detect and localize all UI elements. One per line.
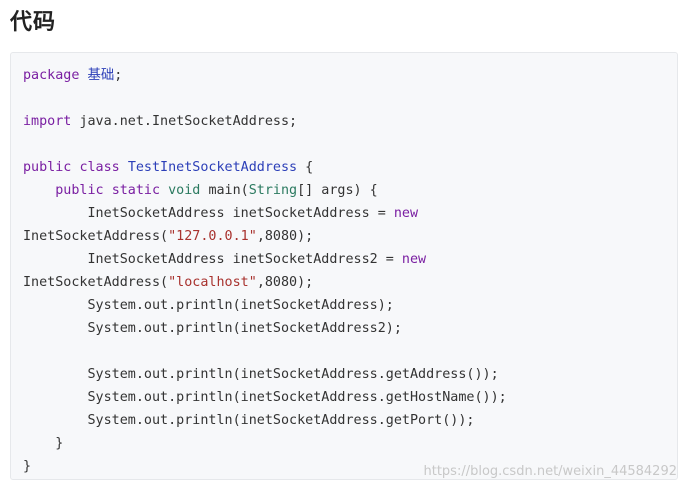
code-line: System.out.println(inetSocketAddress.get… bbox=[23, 386, 507, 409]
code-token: InetSocketAddress inetSocketAddress2 = bbox=[23, 252, 402, 267]
code-line: InetSocketAddress("localhost",8080); bbox=[23, 271, 507, 294]
watermark: https://blog.csdn.net/weixin_44584292 bbox=[423, 464, 677, 479]
code-token: public bbox=[55, 183, 112, 198]
code-token: } bbox=[23, 459, 32, 474]
code-token: System.out.println(inetSocketAddress2); bbox=[23, 321, 402, 336]
code-line: System.out.println(inetSocketAddress2); bbox=[23, 317, 507, 340]
code-token: System.out.println(inetSocketAddress.get… bbox=[23, 367, 499, 382]
code-line: import java.net.InetSocketAddress; bbox=[23, 110, 507, 133]
code-token bbox=[23, 183, 55, 198]
code-token: ,8080); bbox=[256, 275, 314, 290]
code-token: public bbox=[23, 160, 80, 175]
section-heading: 代码 bbox=[10, 10, 57, 35]
code-token: System.out.println(inetSocketAddress); bbox=[23, 298, 394, 313]
code-token: new bbox=[401, 252, 427, 267]
code-token: System.out.println(inetSocketAddress.get… bbox=[23, 390, 507, 405]
code-line: System.out.println(inetSocketAddress.get… bbox=[23, 409, 507, 432]
code-block[interactable]: package 基础;​import java.net.InetSocketAd… bbox=[10, 52, 678, 480]
code-token: import bbox=[23, 114, 80, 129]
code-token: System.out.println(inetSocketAddress.get… bbox=[23, 413, 475, 428]
code-line: public class TestInetSocketAddress { bbox=[23, 156, 507, 179]
code-line: } bbox=[23, 455, 507, 478]
code-token: String bbox=[248, 183, 298, 198]
code-line: package 基础; bbox=[23, 64, 507, 87]
code-token: { bbox=[297, 160, 314, 175]
code-line: public static void main(String[] args) { bbox=[23, 179, 507, 202]
code-token: package bbox=[23, 68, 88, 83]
code-token: ,8080); bbox=[256, 229, 314, 244]
code-token: InetSocketAddress inetSocketAddress = bbox=[23, 206, 394, 221]
code-token: new bbox=[393, 206, 419, 221]
code-token: "localhost" bbox=[168, 275, 257, 290]
code-token: void bbox=[168, 183, 209, 198]
code-token: "127.0.0.1" bbox=[168, 229, 257, 244]
code-token: InetSocketAddress( bbox=[23, 275, 169, 290]
code-token: [] args) { bbox=[297, 183, 378, 198]
code-line: System.out.println(inetSocketAddress); bbox=[23, 294, 507, 317]
code-line: InetSocketAddress inetSocketAddress = ne… bbox=[23, 202, 507, 225]
code-lines[interactable]: package 基础;​import java.net.InetSocketAd… bbox=[23, 64, 507, 478]
code-line: InetSocketAddress("127.0.0.1",8080); bbox=[23, 225, 507, 248]
code-token: java.net.InetSocketAddress; bbox=[79, 114, 298, 129]
code-line: } bbox=[23, 432, 507, 455]
code-token: class bbox=[79, 160, 128, 175]
code-token: InetSocketAddress( bbox=[23, 229, 169, 244]
code-token: main( bbox=[208, 183, 249, 198]
code-line: System.out.println(inetSocketAddress.get… bbox=[23, 363, 507, 386]
code-token: } bbox=[23, 436, 64, 451]
code-token: static bbox=[111, 183, 169, 198]
code-token: 基础 bbox=[87, 68, 115, 83]
code-line: ​ bbox=[23, 133, 507, 156]
code-line: InetSocketAddress inetSocketAddress2 = n… bbox=[23, 248, 507, 271]
code-token: ; bbox=[114, 68, 123, 83]
code-line: ​ bbox=[23, 87, 507, 110]
code-line: ​ bbox=[23, 340, 507, 363]
code-token: TestInetSocketAddress bbox=[127, 160, 298, 175]
